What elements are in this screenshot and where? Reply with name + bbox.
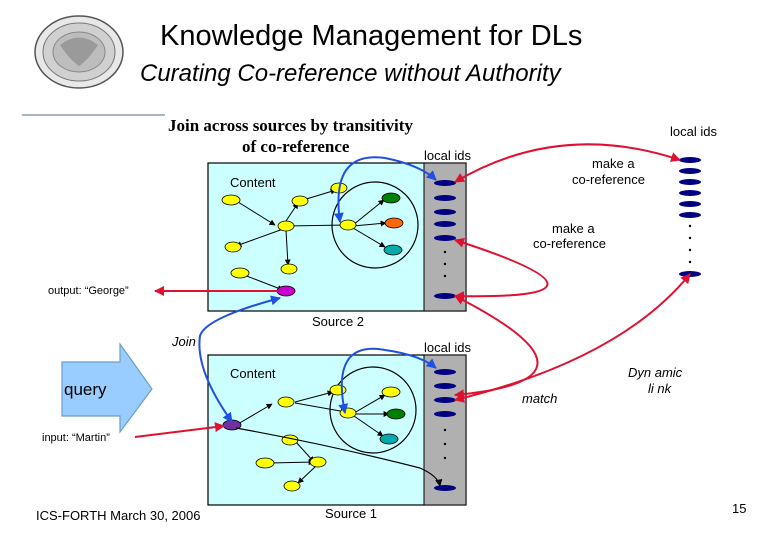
source1-link-curve bbox=[235, 427, 443, 487]
slide-subtitle: Curating Co-reference without Authority bbox=[140, 60, 561, 87]
make-coreference-1-line2: co-reference bbox=[572, 172, 645, 187]
local-ids-top-right: local ids bbox=[670, 124, 717, 139]
make-coreference-2-line2: co-reference bbox=[533, 236, 606, 251]
query-arrow-shape bbox=[61, 342, 153, 434]
local-ids-source2: local ids bbox=[424, 148, 471, 163]
slide-title: Knowledge Management for DLs bbox=[160, 20, 583, 52]
input-arrow bbox=[134, 422, 225, 438]
note-line-2: of co-reference bbox=[242, 137, 350, 156]
red-coreference-top bbox=[454, 143, 681, 183]
source1-label: Source 1 bbox=[325, 506, 378, 521]
blue-link-source1 bbox=[338, 347, 437, 414]
page-number: 15 bbox=[732, 501, 747, 516]
make-coreference-2-line1: make a bbox=[552, 221, 595, 236]
content-source2: Content bbox=[230, 175, 276, 190]
join-label: Join bbox=[172, 334, 196, 349]
dynamic-link-line2: li nk bbox=[648, 381, 672, 396]
blue-link-source2 bbox=[333, 156, 437, 223]
output-label: output: “George” bbox=[48, 285, 129, 297]
make-coreference-1-line1: make a bbox=[592, 156, 635, 171]
source2-label: Source 2 bbox=[312, 314, 365, 329]
match-label: match bbox=[522, 391, 558, 406]
query-label: query bbox=[64, 380, 107, 399]
note-line-1: Join across sources by transitivity bbox=[168, 116, 413, 135]
input-label: input: “Martin” bbox=[42, 432, 110, 444]
right-local-ids bbox=[679, 157, 701, 277]
content-source1: Content bbox=[230, 366, 276, 381]
local-ids-source1: local ids bbox=[424, 340, 471, 355]
source2-local-ids bbox=[434, 180, 456, 299]
dynamic-link-line1: Dyn amic bbox=[628, 365, 683, 380]
red-dynamic-link bbox=[454, 273, 691, 403]
blue-join-arrow bbox=[198, 295, 281, 423]
footer-left: ICS-FORTH March 30, 2006 bbox=[36, 508, 201, 523]
